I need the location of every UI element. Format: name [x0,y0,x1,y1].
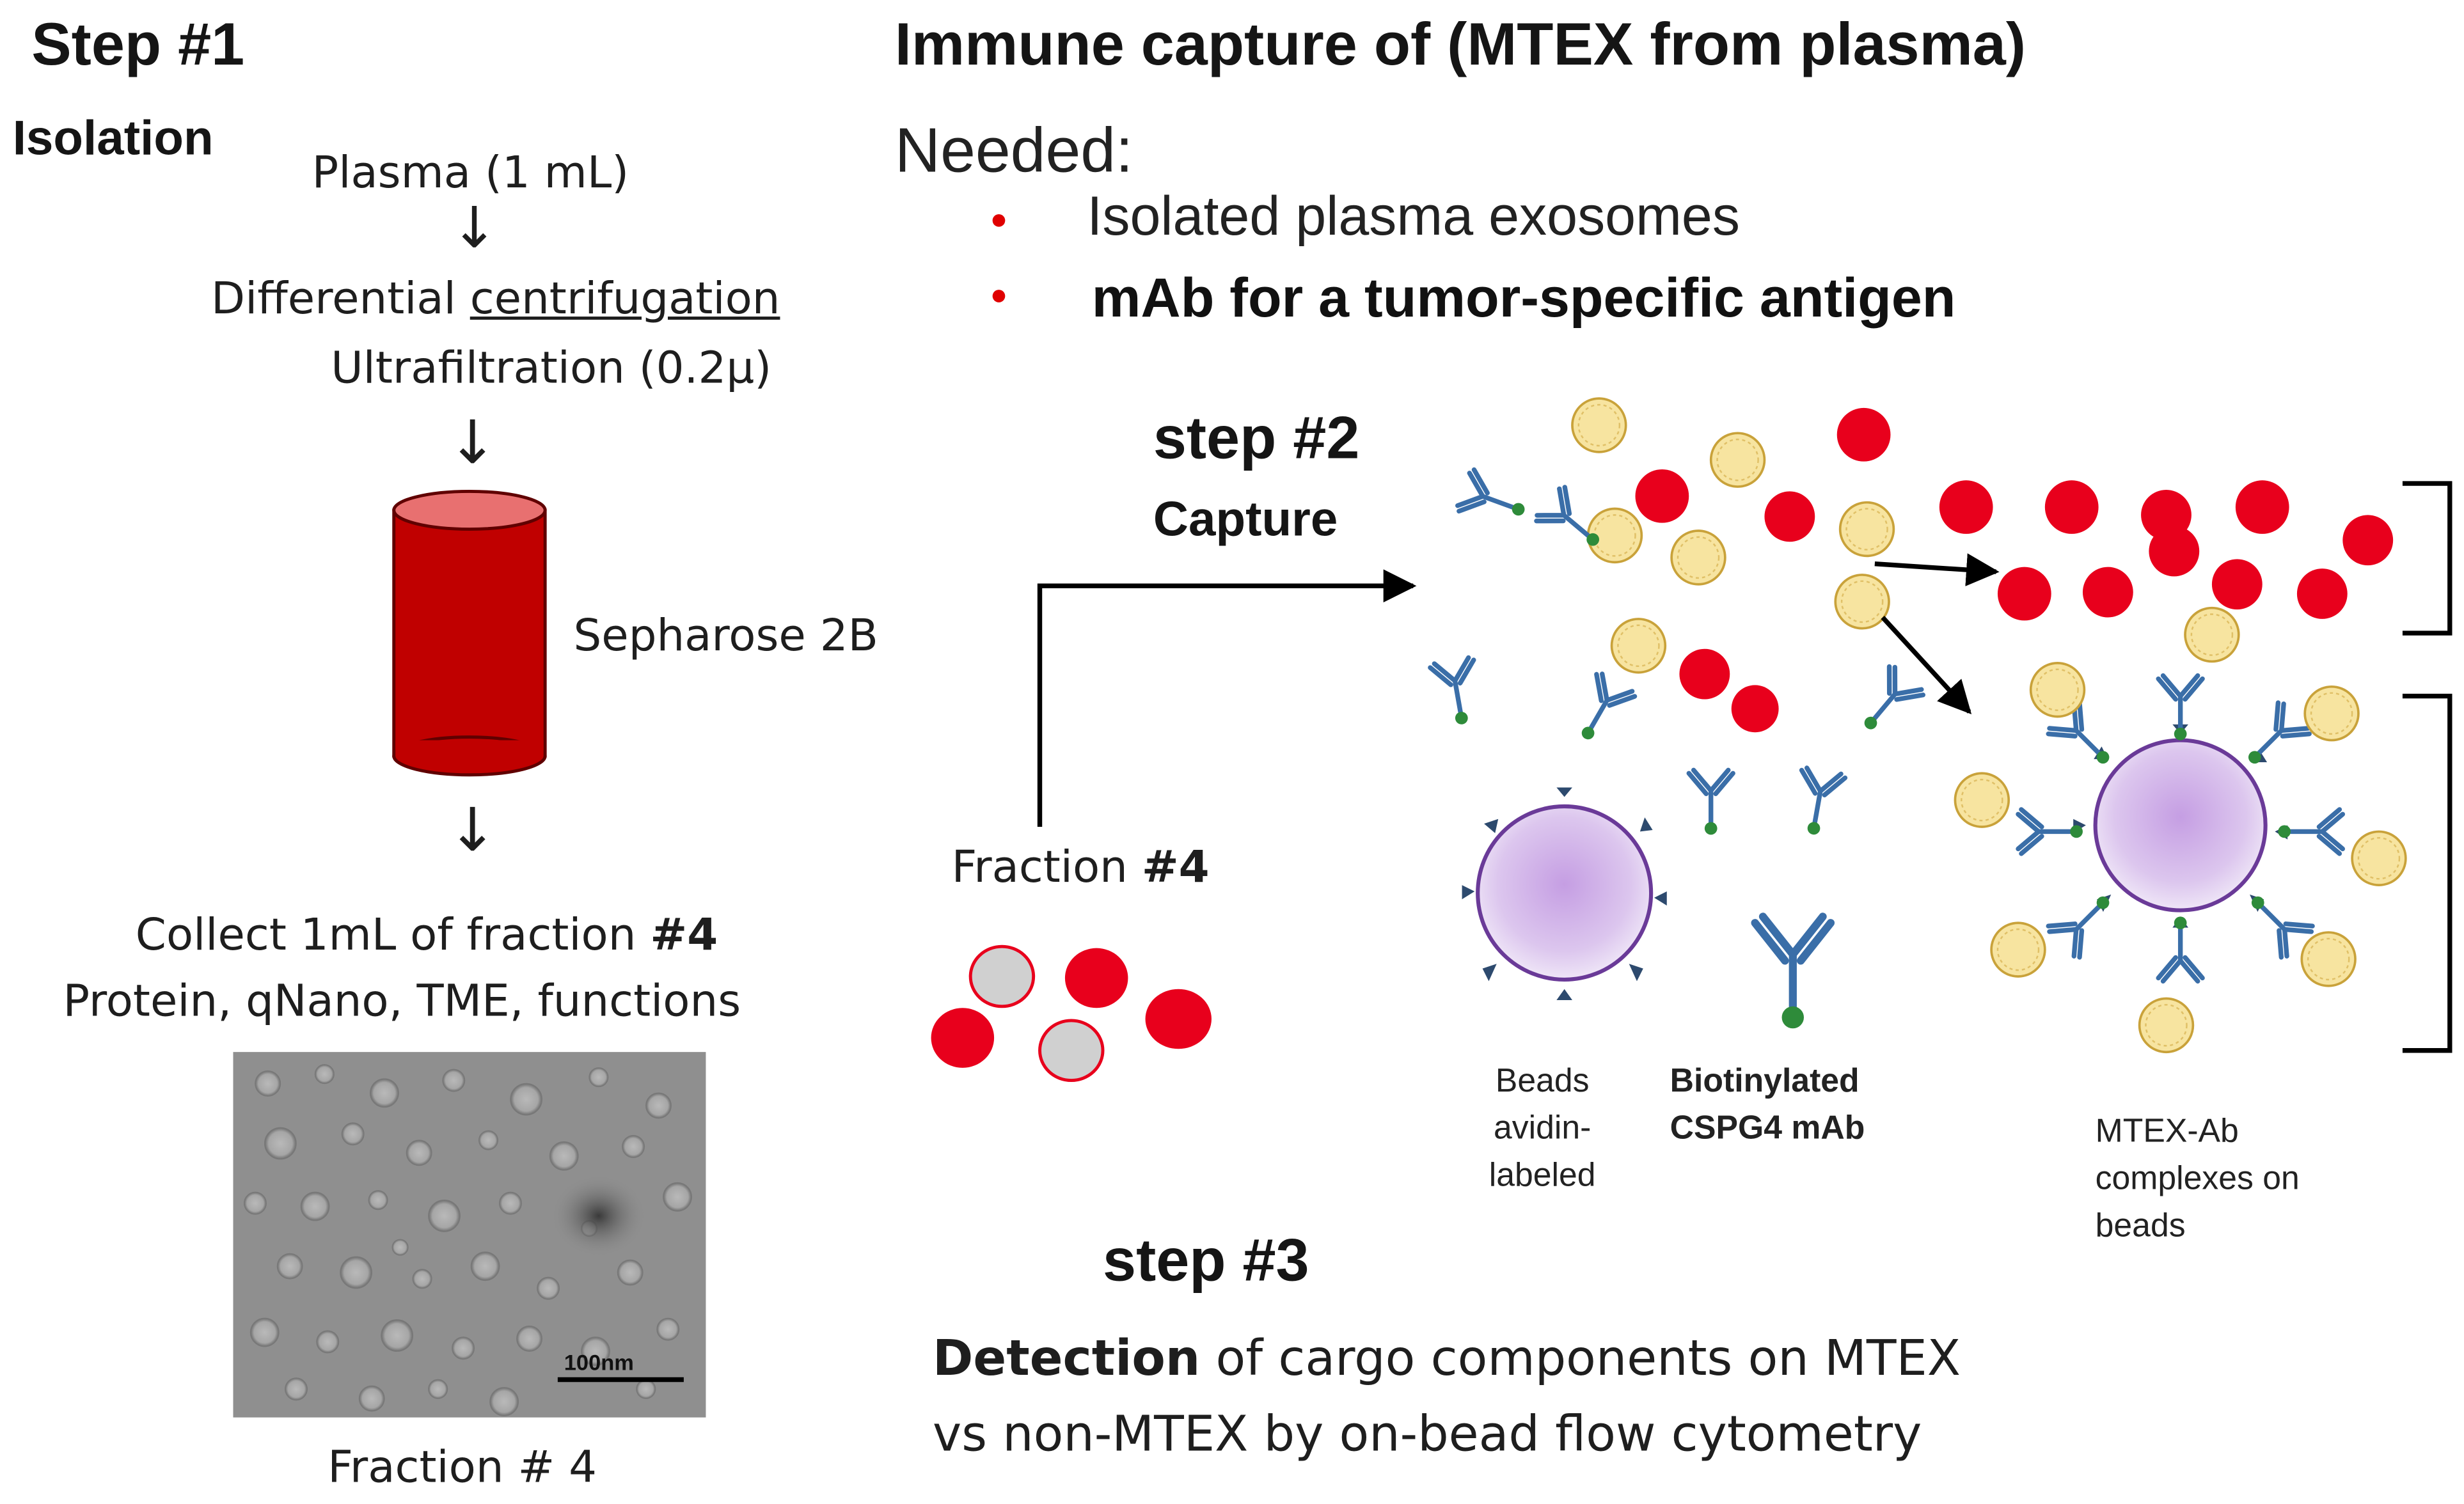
analysis-label: Protein, qNano, TME, functions [63,975,741,1027]
fraction-text: Fraction [951,841,1128,893]
biotinylated-mab-icon [1755,916,1831,1028]
fraction-bold: #4 [1141,841,1210,893]
detection-bold: Detection [933,1331,1201,1388]
step1-subheading: Isolation [12,110,214,166]
bullet-icon [992,290,1006,302]
beads-label: Beads avidin-labeled [1489,1063,1596,1194]
needed-item-2: mAb for a tumor-specific antigen [1091,267,1956,329]
image-caption: Fraction # 4 [328,1441,597,1493]
differential-label: Differential [211,272,456,325]
scale-bar-label: 100nm [564,1349,634,1375]
down-arrow-3-icon: ↓ [447,795,498,865]
centrifugation-label: centrifugation [470,272,780,325]
detection-line1: Detection of cargo components on MTEX [933,1335,1961,1384]
capture-arrow-icon [1037,569,1417,827]
differential-centrifugation: Differential centrifugation [211,276,780,321]
down-arrow-2-icon: ↓ [447,407,498,478]
step1-heading: Step #1 [31,12,245,79]
needed-label: Needed: [894,116,1133,186]
collect-label: Collect 1mL of fraction #4 [136,913,718,957]
arrow-down-right-icon [1881,615,1972,715]
micrograph-texture [233,1052,706,1418]
detection-rest: of cargo components on MTEX [1215,1331,1961,1388]
electron-micrograph: 100nm [233,1052,706,1418]
avidin-bead-icon [1462,787,1667,1000]
bracket-bottom-icon [2402,693,2452,1053]
arrow-right-icon [1874,553,2000,586]
non-mtex-vesicles-icon [1939,480,2394,621]
detection-line2: vs non-MTEX by on-bead flow cytometry [933,1406,1922,1464]
fraction4-label: Fraction #4 [952,845,1210,890]
plasma-label: Plasma (1 mL) [312,146,629,199]
step2-heading: step #2 [1153,406,1360,473]
collect-text: Collect 1mL of fraction [135,909,636,961]
bracket-top-icon [2402,481,2452,636]
fraction4-vesicles-icon [931,944,1212,1083]
mtex-complex-icon [1954,606,2407,1054]
collect-bold: #4 [650,909,718,961]
step2-subheading: Capture [1153,491,1338,547]
sepharose-column-icon [392,489,547,777]
ultrafiltration-label: Ultrafiltration (0.2µ) [331,341,772,394]
down-arrow-1-icon: ↓ [450,196,498,262]
step3-heading: step #3 [1103,1228,1309,1295]
bullet-icon [992,214,1006,227]
complexes-label: MTEX-Ab complexes on beads [2095,1113,2300,1244]
column-label: Sepharose 2B [573,609,878,662]
mab-label: Biotinylated CSPG4 mAb [1670,1063,1865,1147]
needed-item-1: Isolated plasma exosomes [1087,185,1741,247]
page-title: Immune capture of (MTEX from plasma) [894,12,2026,79]
mixture-red-vesicles-icon [1635,407,1891,733]
